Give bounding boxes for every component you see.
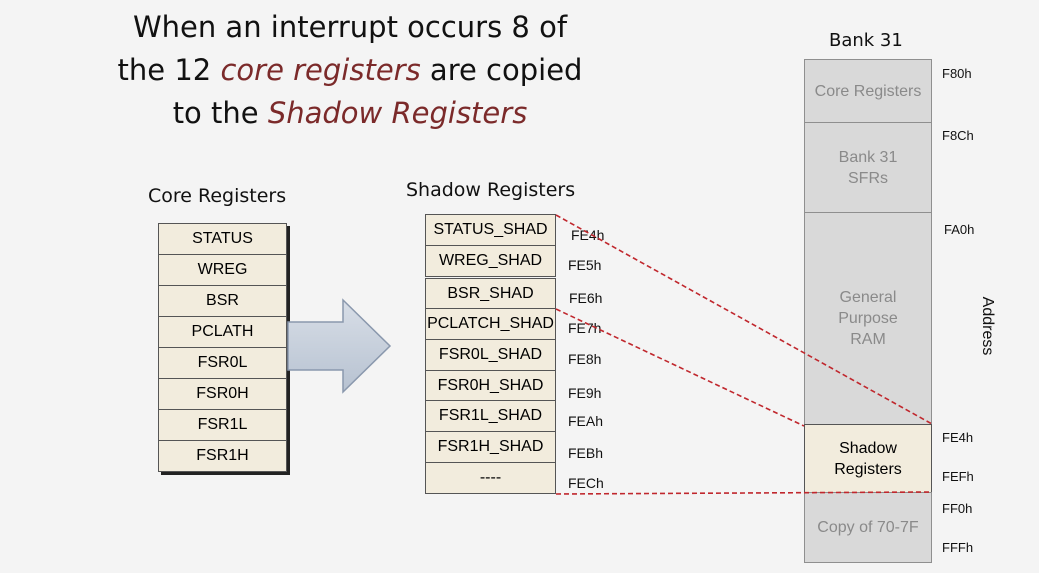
core-register-bsr: BSR xyxy=(158,285,287,317)
shadow-address-feb: FEBh xyxy=(568,445,604,461)
title-line-3-prefix: to the xyxy=(172,96,268,130)
shadow-address-fe5: FE5h xyxy=(568,257,602,273)
shadow-address-fe6: FE6h xyxy=(569,290,603,306)
title-line-2: the 12 core registers are copied xyxy=(95,49,605,92)
shadow-register-pclatch: PCLATCH_SHAD xyxy=(425,308,556,340)
title-line-1: When an interrupt occurs 8 of xyxy=(132,10,568,44)
title-line-2-prefix: the 12 xyxy=(117,53,221,87)
bank-segment-copy: Copy of 70-7F xyxy=(804,492,932,563)
bank-address-fff: FFFh xyxy=(942,540,974,555)
bank-address-fef: FEFh xyxy=(942,469,974,484)
core-register-fsr0l: FSR0L xyxy=(158,347,287,379)
shadow-register-unused: ---- xyxy=(425,462,556,494)
shadow-register-fsr0h: FSR0H_SHAD xyxy=(425,370,556,402)
title-highlight-core-registers: core registers xyxy=(220,53,421,87)
bank-address-ff0: FF0h xyxy=(942,501,973,516)
shadow-register-wreg: WREG_SHAD xyxy=(425,245,556,277)
bank-address-f80: F80h xyxy=(942,66,972,81)
bank-segment-shadow-registers: Shadow Registers xyxy=(804,424,932,493)
bank-address-f8c: F8Ch xyxy=(942,128,974,143)
core-register-pclath: PCLATH xyxy=(158,316,287,348)
bank-segment-gp-ram: General Purpose RAM xyxy=(804,212,932,425)
shadow-registers-heading: Shadow Registers xyxy=(406,179,576,201)
core-register-fsr1l: FSR1L xyxy=(158,409,287,441)
shadow-register-fsr0l: FSR0L_SHAD xyxy=(425,339,556,371)
core-registers-heading: Core Registers xyxy=(148,185,287,207)
shadow-register-bsr: BSR_SHAD xyxy=(425,278,556,310)
shadow-register-status: STATUS_SHAD xyxy=(425,214,556,246)
core-register-status: STATUS xyxy=(158,223,287,255)
bank-address-fe4: FE4h xyxy=(942,430,974,445)
shadow-address-fec: FECh xyxy=(568,475,604,491)
connector-top-to-shadow xyxy=(555,214,933,425)
shadow-address-fe4: FE4h xyxy=(571,227,605,243)
shadow-address-fea: FEAh xyxy=(568,413,604,429)
core-register-fsr1h: FSR1H xyxy=(158,440,287,472)
shadow-address-fe7: FE7h xyxy=(568,320,602,336)
shadow-address-fe9: FE9h xyxy=(568,385,602,401)
shadow-register-fsr1h: FSR1H_SHAD xyxy=(425,431,556,463)
slide-title: When an interrupt occurs 8 of the 12 cor… xyxy=(95,6,605,135)
title-highlight-shadow-registers: Shadow Registers xyxy=(267,96,528,130)
shadow-address-fe8: FE8h xyxy=(568,351,602,367)
bank-segment-core-registers: Core Registers xyxy=(804,59,932,123)
copy-arrow-icon xyxy=(287,298,392,394)
bank-title: Bank 31 xyxy=(829,30,903,51)
core-register-wreg: WREG xyxy=(158,254,287,286)
connector-mid-to-shadow xyxy=(555,308,805,427)
title-line-2-suffix: are copied xyxy=(420,53,583,87)
bank-address-fa0: FA0h xyxy=(944,222,975,237)
bank-segment-sfrs: Bank 31 SFRs xyxy=(804,122,932,213)
connector-bottom-to-shadow xyxy=(555,491,933,495)
title-line-3: to the Shadow Registers xyxy=(95,92,605,135)
